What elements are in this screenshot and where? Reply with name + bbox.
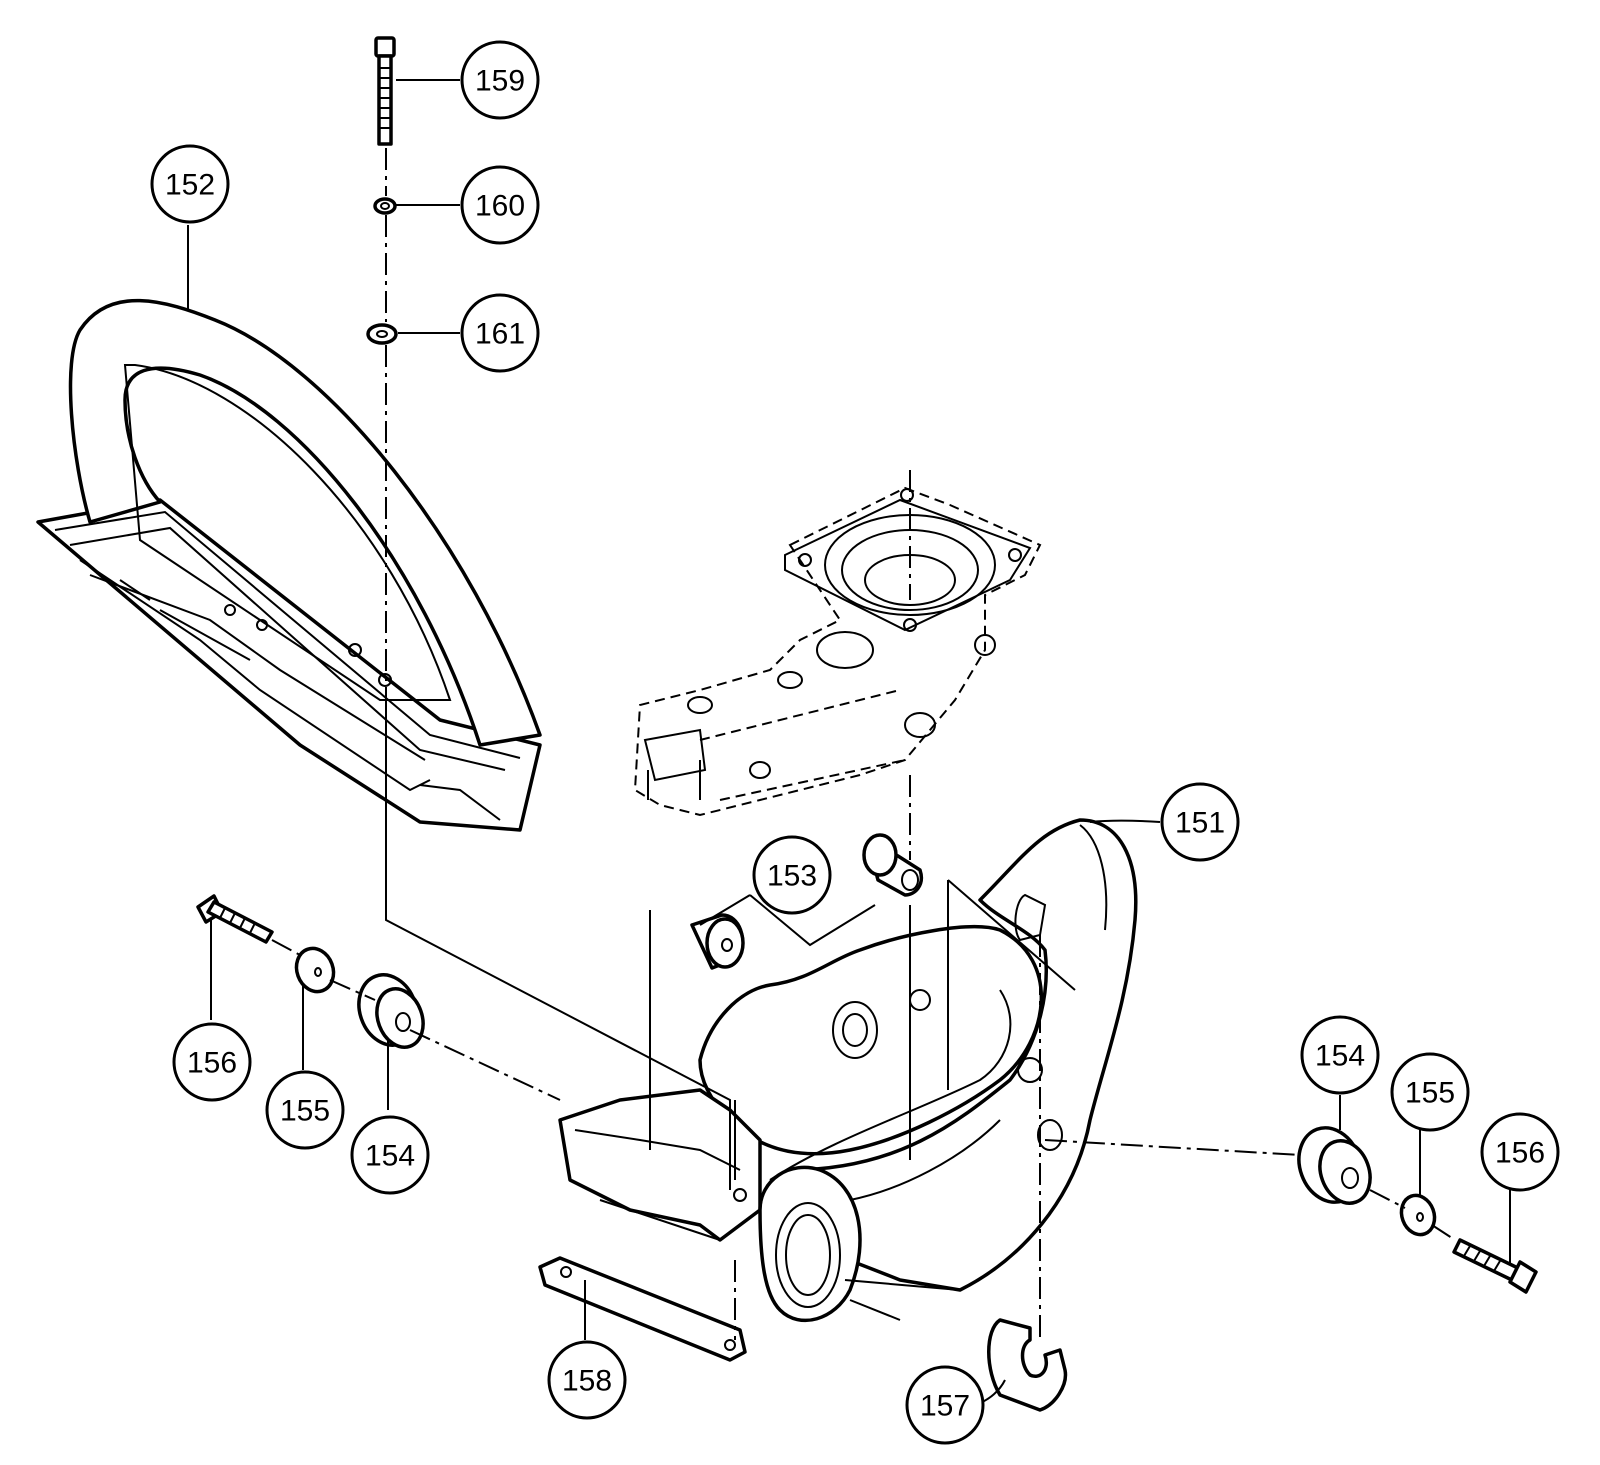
washer-161-part xyxy=(366,323,398,345)
bolt-156-left-part xyxy=(196,894,274,944)
screw-159-part xyxy=(374,36,396,146)
callout-153: 153 xyxy=(752,835,832,915)
washer-155-left-part xyxy=(294,946,336,994)
callout-label: 156 xyxy=(187,1047,237,1080)
callout-label: 157 xyxy=(920,1390,970,1423)
callout-label: 156 xyxy=(1495,1137,1545,1170)
grommet-154-right-part xyxy=(1297,1126,1372,1205)
assembly-axis-lines xyxy=(385,690,1076,1340)
gearcase-reference xyxy=(633,486,1042,817)
callout-label: 155 xyxy=(280,1095,330,1128)
callout-152: 152 xyxy=(150,144,230,224)
washer-160-part xyxy=(373,197,397,215)
callout-leaders xyxy=(187,79,1511,1406)
bushing-153-part xyxy=(690,833,923,970)
clip-157-part xyxy=(987,1318,1068,1412)
callout-160: 160 xyxy=(460,165,540,245)
callout-156-right: 156 xyxy=(1480,1112,1560,1192)
callout-label: 160 xyxy=(475,190,525,223)
callout-label: 159 xyxy=(475,65,525,98)
left-fastener-axis xyxy=(271,939,561,1101)
callout-label: 153 xyxy=(767,860,817,893)
callout-label: 154 xyxy=(1315,1040,1365,1073)
callout-label: 154 xyxy=(365,1140,415,1173)
callout-161: 161 xyxy=(460,293,540,373)
bolt-156-right-part xyxy=(1452,1238,1538,1294)
plate-158-part xyxy=(538,1256,747,1362)
callout-151: 151 xyxy=(1160,782,1240,862)
callout-158: 158 xyxy=(547,1340,627,1420)
callout-label: 161 xyxy=(475,318,525,351)
callout-label: 158 xyxy=(562,1365,612,1398)
callout-154-left: 154 xyxy=(350,1115,430,1195)
bracket-housing-part xyxy=(558,818,1138,1322)
callout-159: 159 xyxy=(460,40,540,120)
callout-label: 151 xyxy=(1175,807,1225,840)
washer-155-right-part xyxy=(1399,1193,1437,1237)
grommet-154-left-part xyxy=(357,973,425,1049)
callout-157: 157 xyxy=(905,1365,985,1445)
callout-label: 155 xyxy=(1405,1077,1455,1110)
callout-155-left: 155 xyxy=(265,1070,345,1150)
callout-156-left: 156 xyxy=(172,1022,252,1102)
right-fastener-axis xyxy=(1044,1139,1456,1241)
callout-154-right: 154 xyxy=(1300,1015,1380,1095)
front-handle-part xyxy=(36,298,542,832)
callout-155-right: 155 xyxy=(1390,1052,1470,1132)
callout-label: 152 xyxy=(165,169,215,202)
